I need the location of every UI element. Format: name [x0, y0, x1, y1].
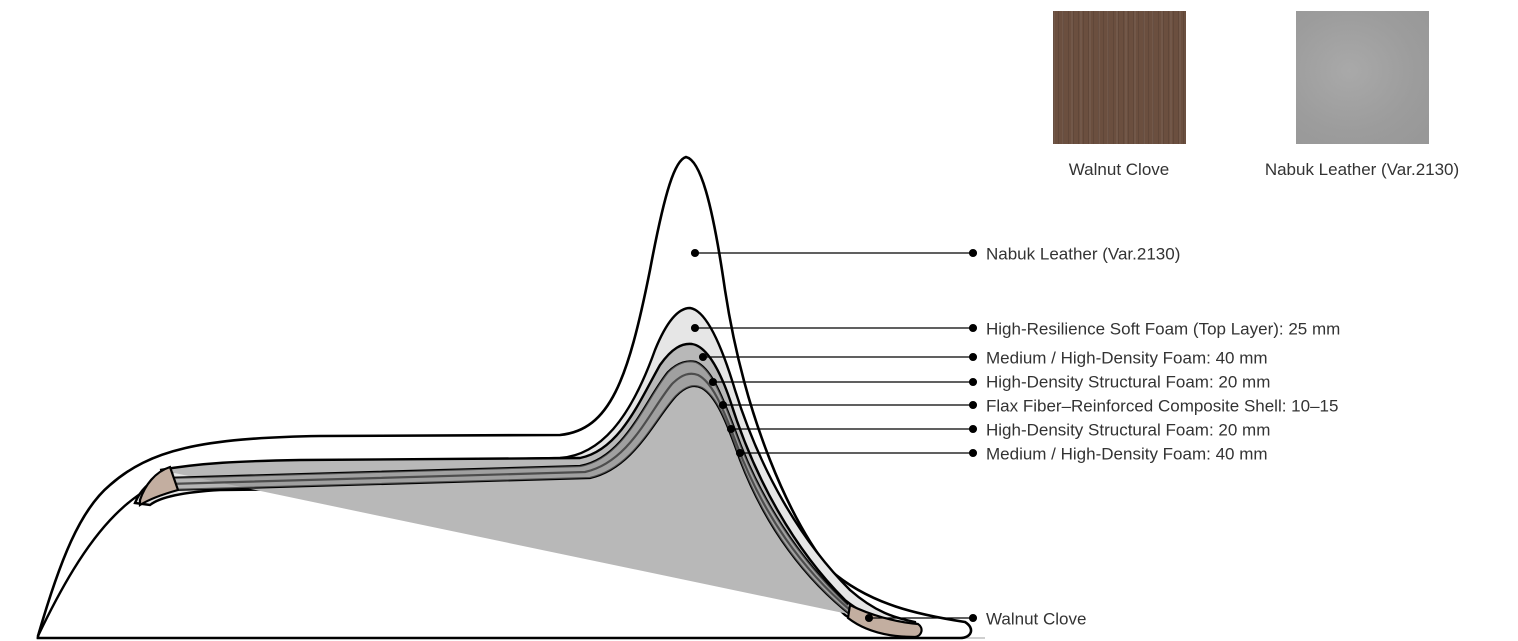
callout-structural-foam-bottom: High-Density Structural Foam: 20 mm [986, 420, 1271, 440]
callout-soft-foam: High-Resilience Soft Foam (Top Layer): 2… [986, 319, 1341, 339]
nabuk-leather-swatch-label: Nabuk Leather (Var.2130) [1264, 160, 1460, 179]
callout-medium-foam-top: Medium / High-Density Foam: 40 mm [986, 348, 1268, 368]
callout-composite-shell: Flax Fiber–Reinforced Composite Shell: 1… [986, 396, 1339, 416]
walnut-end-left [138, 465, 180, 507]
walnut-clove-swatch [1053, 11, 1186, 144]
leather-outline [36, 155, 973, 640]
callout-medium-foam-bottom: Medium / High-Density Foam: 40 mm [986, 444, 1268, 464]
nabuk-leather-swatch [1296, 11, 1429, 144]
callout-nabuk-leather: Nabuk Leather (Var.2130) [986, 244, 1181, 264]
walnut-clove-swatch-label: Walnut Clove [1068, 160, 1170, 179]
callout-walnut-clove: Walnut Clove [986, 609, 1087, 629]
callout-structural-foam-top: High-Density Structural Foam: 20 mm [986, 372, 1271, 392]
callout-lines [690, 248, 978, 623]
